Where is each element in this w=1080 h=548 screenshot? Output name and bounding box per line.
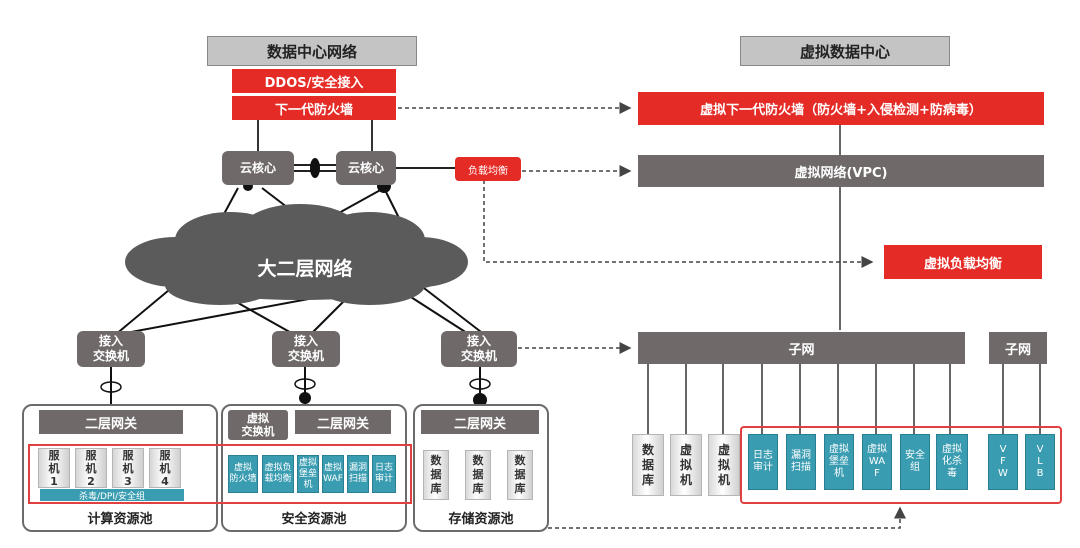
compute-pool-label: 计算资源池 xyxy=(87,512,153,527)
ddos-security-access[interactable]: DDOS/安全接入 xyxy=(232,69,396,93)
server-label: 机 xyxy=(122,461,134,475)
storage-l2-gateway[interactable]: 二层网关 xyxy=(421,410,539,434)
module-vuln-scan[interactable]: 漏洞 扫描 xyxy=(347,455,369,493)
vdc-virtual-antivirus[interactable]: 虚拟 化杀 毒 xyxy=(936,434,968,490)
load-balancer[interactable]: 负载均衡 xyxy=(455,157,521,181)
database-1[interactable]: 数 据 库 xyxy=(423,450,449,500)
server-label: 服 xyxy=(85,448,97,462)
vdc-vm-2[interactable]: 虚 拟 机 xyxy=(708,434,740,496)
server-number: 2 xyxy=(87,474,95,488)
vdc-security-group[interactable]: 安全 组 xyxy=(900,434,930,490)
cloud-core-switch-1[interactable]: 云核心 xyxy=(222,151,294,185)
server-number: 4 xyxy=(161,474,169,488)
cloud-icon xyxy=(125,204,468,305)
server-label: 机 xyxy=(48,461,60,475)
title-datacenter-network: 数据中心网络 xyxy=(207,36,417,66)
server-label: 服 xyxy=(48,448,60,462)
vdc-virtual-bastion[interactable]: 虚拟 堡垒 机 xyxy=(824,434,854,490)
server-label: 服 xyxy=(122,448,134,462)
server-label: 服 xyxy=(159,448,171,462)
module-virtual-firewall[interactable]: 虚拟 防火墙 xyxy=(228,455,258,493)
virtual-network-vpc[interactable]: 虚拟网络(VPC) xyxy=(638,155,1044,187)
virtual-load-balancer[interactable]: 虚拟负载均衡 xyxy=(884,245,1042,279)
link-aggregation-icon xyxy=(310,158,320,178)
database-2[interactable]: 数 据 库 xyxy=(465,450,491,500)
module-virtual-load-balancer[interactable]: 虚拟负 载均衡 xyxy=(262,455,294,493)
vdc-vlb[interactable]: V L B xyxy=(1025,434,1055,490)
subnet-secondary[interactable]: 子网 xyxy=(989,332,1047,364)
virtual-switch[interactable]: 虚拟 交换机 xyxy=(228,410,288,440)
vdc-vuln-scan[interactable]: 漏洞 扫描 xyxy=(786,434,816,490)
server-4[interactable]: 服 机 4 xyxy=(149,448,181,488)
security-services-highlight xyxy=(28,444,412,504)
vdc-vm-1[interactable]: 虚 拟 机 xyxy=(670,434,702,496)
server-number: 3 xyxy=(124,474,132,488)
access-switch-2[interactable]: 接入 交换机 xyxy=(272,331,340,367)
access-switch-3[interactable]: 接入 交换机 xyxy=(441,331,517,367)
server-label: 机 xyxy=(159,461,171,475)
vdc-virtual-waf[interactable]: 虚拟 WA F xyxy=(862,434,892,490)
database-3[interactable]: 数 据 库 xyxy=(507,450,533,500)
title-virtual-datacenter: 虚拟数据中心 xyxy=(740,36,950,66)
access-switch-1[interactable]: 接入 交换机 xyxy=(77,331,145,367)
server-3[interactable]: 服 机 3 xyxy=(112,448,144,488)
server-label: 机 xyxy=(85,461,97,475)
security-l2-gateway[interactable]: 二层网关 xyxy=(295,410,391,434)
cloud-core-switch-2[interactable]: 云核心 xyxy=(336,151,396,185)
module-virtual-bastion[interactable]: 虚拟 堡垒机 xyxy=(297,455,319,493)
compute-l2-gateway[interactable]: 二层网关 xyxy=(39,410,183,434)
security-pool-label: 安全资源池 xyxy=(281,512,347,527)
server-number: 1 xyxy=(50,474,58,488)
storage-pool-label: 存储资源池 xyxy=(448,512,514,527)
vdc-database[interactable]: 数 据 库 xyxy=(632,434,664,496)
vdc-security-highlight xyxy=(740,426,1062,504)
antivirus-dpi-bar: 杀毒/DPI/安全组 xyxy=(40,489,184,502)
module-virtual-waf[interactable]: 虚拟 WAF xyxy=(322,455,344,493)
vdc-vfw[interactable]: V F W xyxy=(988,434,1018,490)
server-1[interactable]: 服 机 1 xyxy=(38,448,70,488)
module-log-audit[interactable]: 日志 审计 xyxy=(372,455,396,493)
layer2-network-label: 大二层网络 xyxy=(257,257,353,280)
vdc-log-audit[interactable]: 日志 审计 xyxy=(748,434,778,490)
next-gen-firewall[interactable]: 下一代防火墙 xyxy=(232,96,396,120)
virtual-ngfw[interactable]: 虚拟下一代防火墙（防火墙+入侵检测+防病毒） xyxy=(638,92,1044,125)
subnet-main[interactable]: 子网 xyxy=(638,332,965,364)
server-2[interactable]: 服 机 2 xyxy=(75,448,107,488)
